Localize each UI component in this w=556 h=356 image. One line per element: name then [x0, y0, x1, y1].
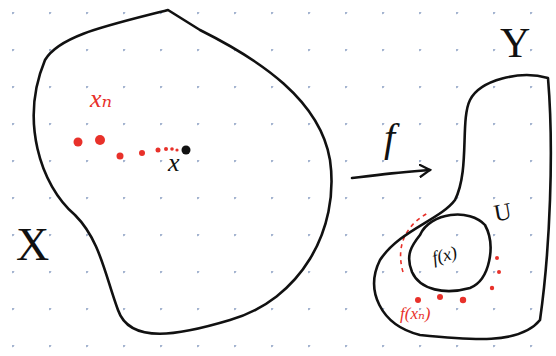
map-name: f — [384, 118, 395, 158]
point-label: f(xₙ) — [400, 305, 430, 322]
open-set-region: Uf(x) — [400, 200, 512, 300]
point-label: xₙ — [90, 86, 112, 112]
limit-point — [182, 146, 191, 155]
set-name: X — [16, 222, 49, 268]
point-label: f(x) — [430, 243, 459, 267]
set-name: U — [492, 199, 513, 226]
point-label: x — [168, 150, 180, 176]
sequence-points — [74, 135, 179, 160]
set-blob: Y Uf(x) — [362, 22, 554, 350]
blob-outline — [10, 5, 345, 350]
map-arrow — [352, 170, 430, 178]
set-name: Y — [500, 22, 530, 64]
set-blob: X — [10, 5, 345, 350]
blob-outline — [362, 22, 554, 350]
